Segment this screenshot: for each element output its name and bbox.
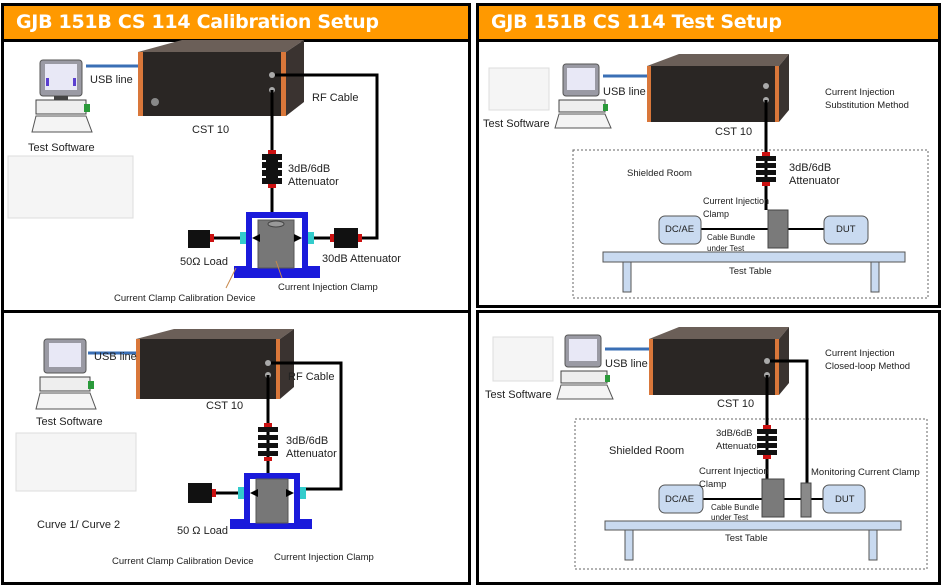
usb-label: USB line: [94, 351, 137, 363]
panel-header: GJB 151B CS 114 Test Setup: [479, 6, 938, 42]
load-label: 50 Ω Load: [177, 525, 229, 537]
cst10-label: CST 10: [717, 398, 755, 410]
panel-title: GJB 151B CS 114 Test Setup: [491, 11, 782, 33]
report-thumbnail: [492, 336, 554, 382]
computer-icon: [35, 338, 97, 410]
dcae-label: DC/AE: [665, 494, 695, 505]
device-label: Current Clamp Calibration Device: [114, 293, 256, 304]
test-software-label: Test Software: [485, 389, 552, 401]
load-label: 50Ω Load: [180, 256, 228, 268]
monitoring-clamp-label: Monitoring Current Clamp: [811, 467, 920, 478]
test-table-label: Test Table: [725, 533, 768, 544]
load-icon: [188, 483, 216, 503]
cst10-label: CST 10: [206, 400, 244, 412]
test-software-label: Test Software: [36, 416, 103, 428]
attenuator-icon: [258, 423, 278, 461]
dut-box: [823, 215, 869, 245]
test-table: [602, 251, 906, 263]
curve-label: Curve 1/ Curve 2: [37, 519, 121, 531]
rf-cable: [275, 73, 379, 240]
calibration-diagram: [7, 40, 379, 289]
shielded-room-boundary: [572, 149, 929, 299]
shielded-room-label: Shielded Room: [609, 445, 685, 457]
report-thumbnail: [15, 432, 137, 492]
dut-label: DUT: [836, 224, 856, 235]
dut-box: [822, 484, 866, 514]
device-label: Current Clamp Calibration Device: [112, 556, 254, 567]
calibration-fixture: [234, 212, 320, 278]
rf-cable-label: RF Cable: [288, 371, 335, 383]
cst10-label: CST 10: [715, 126, 753, 138]
load-icon: [188, 230, 214, 248]
attenuator-icon: [757, 425, 777, 459]
test-diagram: [488, 54, 929, 299]
calibration-fixture: [230, 473, 312, 529]
injection-clamp: [761, 478, 785, 518]
calibration-setup-panel: GJB 151B CS 114 Calibration Setup: [1, 3, 471, 313]
cst10-instrument: [136, 329, 294, 399]
test-setup-panel: GJB 151B CS 114 Test Setup: [476, 3, 941, 308]
attenuator-icon: [756, 152, 776, 186]
computer-icon: [554, 63, 612, 129]
usb-label: USB line: [605, 358, 648, 370]
usb-label: USB line: [90, 74, 133, 86]
test-table: [604, 520, 902, 531]
monitoring-clamp: [800, 482, 812, 518]
clamp-label: Current Injection Clamp: [274, 552, 374, 563]
closed-loop-test-panel: USB line Test Software CST 10 Current In…: [476, 310, 941, 585]
injection-clamp: [767, 209, 789, 249]
clamp-label: Current Injection Clamp: [278, 282, 378, 293]
computer-icon: [556, 334, 614, 400]
calibration-diagram: [15, 329, 343, 529]
cst10-label: CST 10: [192, 124, 230, 136]
dcae-box: [658, 484, 704, 514]
calibration-curve-panel: USB line RF Cable CST 10 Test Software 3…: [1, 310, 471, 585]
attenuator-icon: [262, 150, 282, 188]
cst10-instrument: [647, 54, 789, 122]
dcae-label: DC/AE: [665, 224, 695, 235]
computer-icon: [31, 59, 93, 133]
test-diagram: [492, 327, 928, 570]
dcae-box: [658, 215, 702, 245]
test-software-label: Test Software: [483, 118, 550, 130]
usb-label: USB line: [603, 86, 646, 98]
monitor-cable: [770, 359, 809, 485]
report-thumbnail: [7, 155, 134, 219]
rf-cable-label: RF Cable: [312, 92, 359, 104]
cst10-instrument: [138, 40, 304, 116]
dut-label: DUT: [835, 494, 855, 505]
cst10-instrument: [649, 327, 789, 395]
attenuator-30db-icon: [330, 228, 362, 248]
shielded-room-boundary: [574, 418, 928, 570]
test-table-label: Test Table: [729, 266, 772, 277]
panel-title: GJB 151B CS 114 Calibration Setup: [16, 11, 379, 33]
shielded-room-label: Shielded Room: [627, 168, 692, 179]
test-software-label: Test Software: [28, 142, 95, 154]
report-thumbnail: [488, 67, 550, 111]
attenuator-30db-label: 30dB Attenuator: [322, 253, 401, 265]
